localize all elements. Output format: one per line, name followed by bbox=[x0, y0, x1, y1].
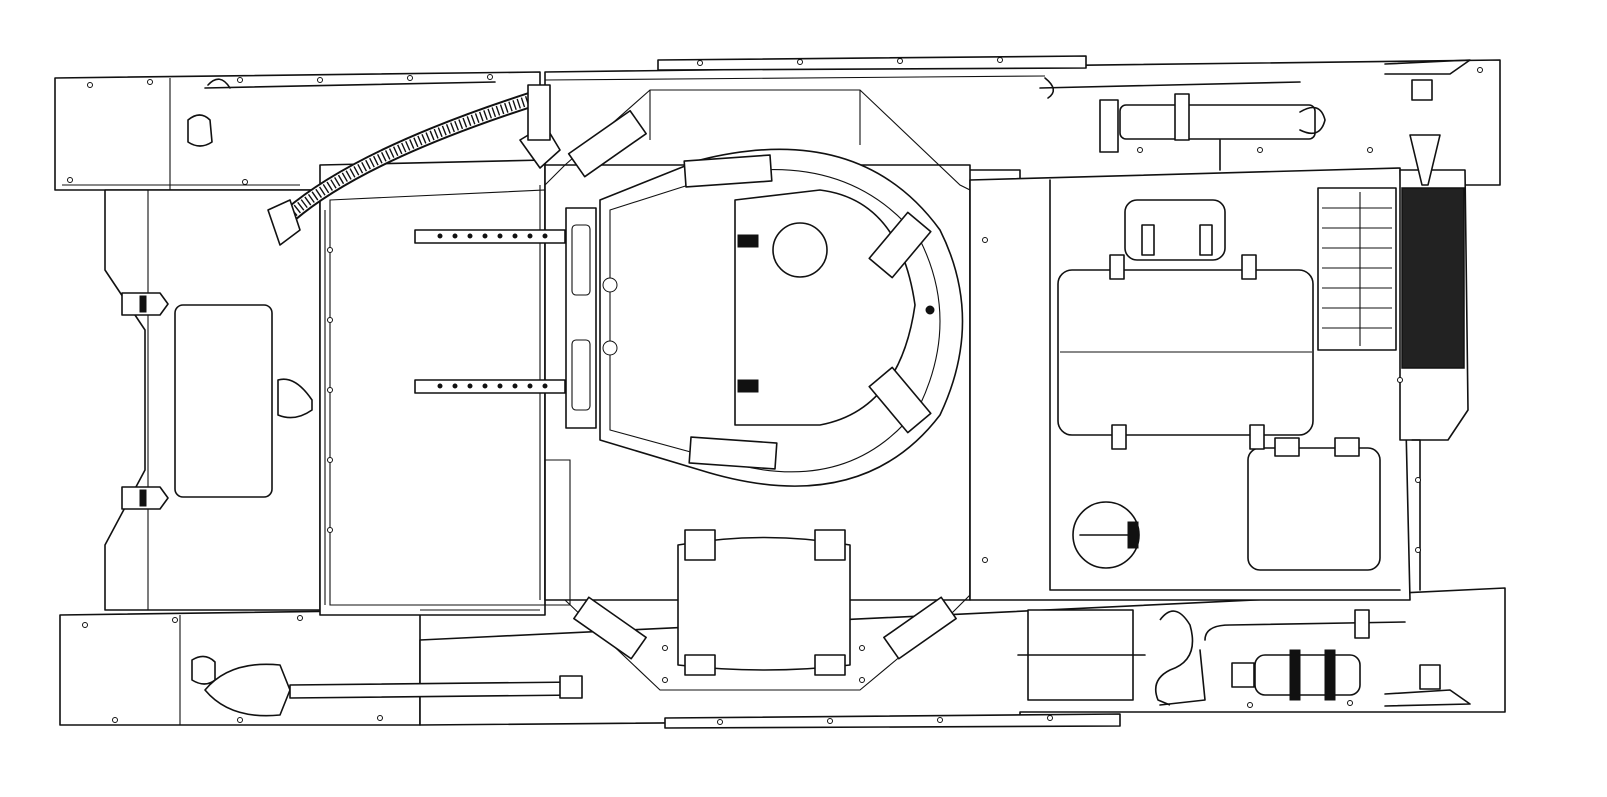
hatch-hinge-icon bbox=[122, 293, 168, 509]
jack-icon bbox=[1100, 94, 1325, 170]
driver-plate bbox=[330, 90, 970, 690]
rear-hatch bbox=[678, 530, 850, 675]
tow-shackle-icon bbox=[1073, 502, 1139, 568]
tow-cable bbox=[1018, 610, 1405, 705]
engine-deck bbox=[1058, 200, 1380, 570]
vision-blocks bbox=[569, 111, 956, 659]
turret-ring-icon bbox=[566, 190, 915, 428]
crowbar bbox=[205, 78, 1300, 98]
headlight-icon bbox=[188, 115, 215, 684]
exhaust-hose bbox=[268, 85, 560, 245]
fire-extinguisher-icon bbox=[1232, 650, 1360, 700]
lower-right-fender bbox=[420, 588, 1505, 728]
fender-brackets bbox=[1412, 80, 1440, 689]
rivets bbox=[68, 58, 1483, 725]
visor-straps bbox=[415, 230, 565, 393]
turret bbox=[566, 149, 963, 486]
pioneer-shovel-icon bbox=[205, 664, 582, 715]
ventilator-grille-icon bbox=[1318, 135, 1464, 368]
front-plate bbox=[122, 293, 312, 509]
